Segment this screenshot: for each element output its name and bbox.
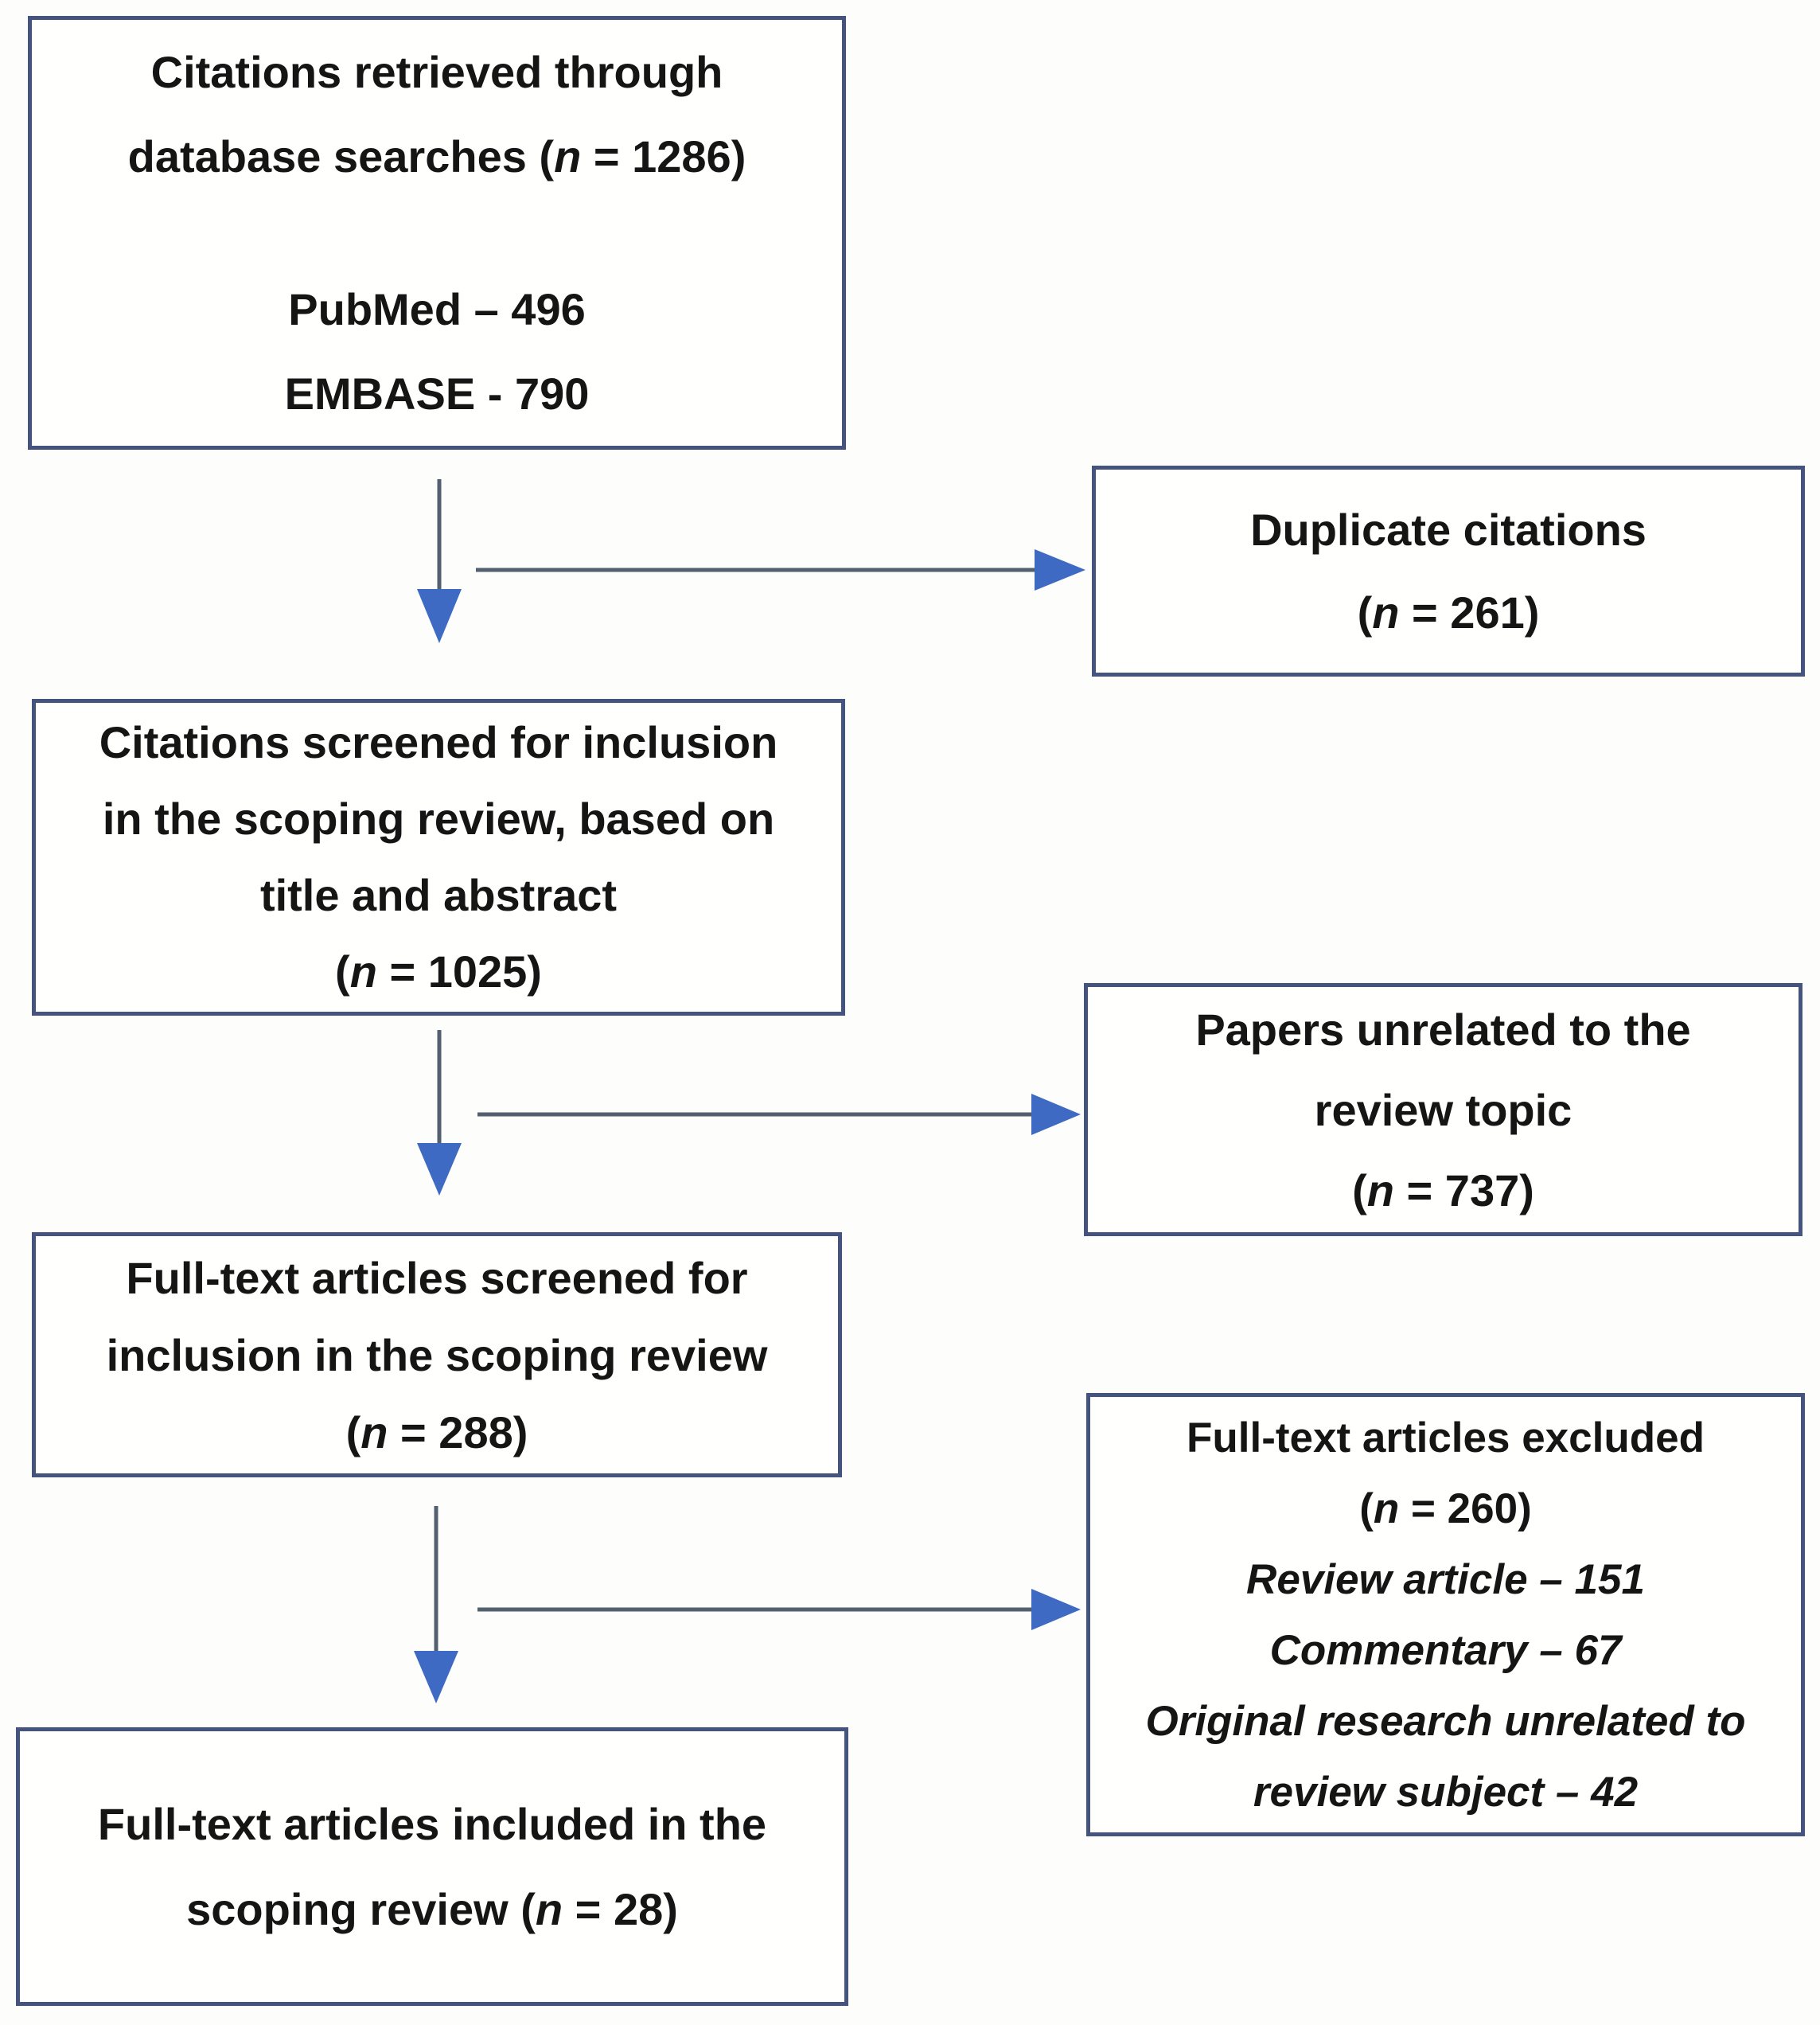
italic-n: n: [1366, 1165, 1394, 1215]
box-text-line: (n = 261): [1358, 572, 1540, 654]
box-fulltext-excluded: Full-text articles excluded (n = 260) Re…: [1086, 1393, 1805, 1836]
box-text-line: Citations screened for inclusion: [99, 717, 778, 767]
box-text-line: (n = 260): [1359, 1473, 1532, 1544]
italic-n: n: [360, 1407, 388, 1457]
box-text-line: title and abstract: [259, 870, 618, 920]
box-text-line-original-research-count: Original research unrelated to: [1145, 1697, 1746, 1745]
box-text-line-embase-count: EMBASE - 790: [284, 368, 590, 419]
box-text-segment: scoping review (: [186, 1884, 536, 1934]
box-text-line: review topic: [1314, 1084, 1573, 1135]
box-text-line: Full-text articles screened for: [126, 1252, 748, 1303]
right-arrow-fulltext-to-excluded: [477, 1589, 1081, 1630]
right-arrow-retrieved-to-duplicates: [476, 549, 1085, 591]
right-arrow-screened-to-unrelated: [477, 1094, 1081, 1135]
box-citations-screened: Citations screened for inclusion in the …: [32, 699, 845, 1016]
box-text-line: (n = 1025): [335, 934, 542, 1010]
down-arrow-screened-to-fulltext: [417, 1030, 462, 1196]
italic-n: n: [554, 131, 582, 181]
italic-n: n: [349, 946, 377, 997]
box-fulltext-included: Full-text articles included in the scopi…: [16, 1727, 848, 2006]
box-text-segment: database searches (: [127, 131, 555, 181]
box-text-line-original-research-count-wrap: review subject – 42: [1253, 1768, 1639, 1816]
box-text-line: inclusion in the scoping review: [106, 1329, 768, 1380]
box-text-segment: = 1286): [581, 131, 746, 181]
box-text-line-commentary-count: Commentary – 67: [1269, 1626, 1622, 1674]
down-arrow-fulltext-to-included: [414, 1506, 458, 1703]
box-text-line-review-article-count: Review article – 151: [1246, 1555, 1645, 1603]
box-text-segment: = 288): [388, 1407, 528, 1457]
box-citations-retrieved: Citations retrieved through database sea…: [28, 16, 846, 450]
box-text-line: database searches (n = 1286): [128, 115, 746, 199]
box-duplicate-citations: Duplicate citations (n = 261): [1092, 466, 1805, 677]
italic-n: n: [535, 1884, 563, 1934]
box-text-segment: = 1025): [376, 946, 542, 997]
box-text-segment: (: [1357, 587, 1373, 638]
box-text-line: Papers unrelated to the: [1195, 1004, 1691, 1055]
box-text-segment: (: [335, 946, 350, 997]
box-text-segment: (: [345, 1407, 361, 1457]
box-text-line: Citations retrieved through: [150, 46, 723, 97]
box-text-line: in the scoping review, based on: [102, 794, 775, 844]
box-text-line: scoping review (n = 28): [186, 1867, 678, 1952]
box-papers-unrelated: Papers unrelated to the review topic (n …: [1084, 983, 1802, 1236]
box-text-segment: (: [1359, 1485, 1374, 1532]
box-text-line: Duplicate citations: [1250, 504, 1647, 555]
box-text-line: (n = 737): [1352, 1150, 1534, 1231]
italic-n: n: [1372, 587, 1400, 638]
box-text-line-pubmed-count: PubMed – 496: [288, 283, 586, 334]
down-arrow-retrieved-to-screened: [417, 479, 462, 643]
italic-n: n: [1373, 1485, 1400, 1532]
box-text-segment: (: [1352, 1165, 1367, 1215]
box-text-segment: = 260): [1399, 1485, 1532, 1532]
box-text-segment: = 28): [563, 1884, 678, 1934]
box-fulltext-screened: Full-text articles screened for inclusio…: [32, 1232, 842, 1477]
box-text-segment: = 737): [1393, 1165, 1534, 1215]
box-text-segment: = 261): [1399, 587, 1540, 638]
box-text-line: Full-text articles excluded: [1187, 1414, 1705, 1461]
box-text-line: Full-text articles included in the: [97, 1799, 767, 1849]
box-text-line: (n = 288): [346, 1394, 528, 1471]
